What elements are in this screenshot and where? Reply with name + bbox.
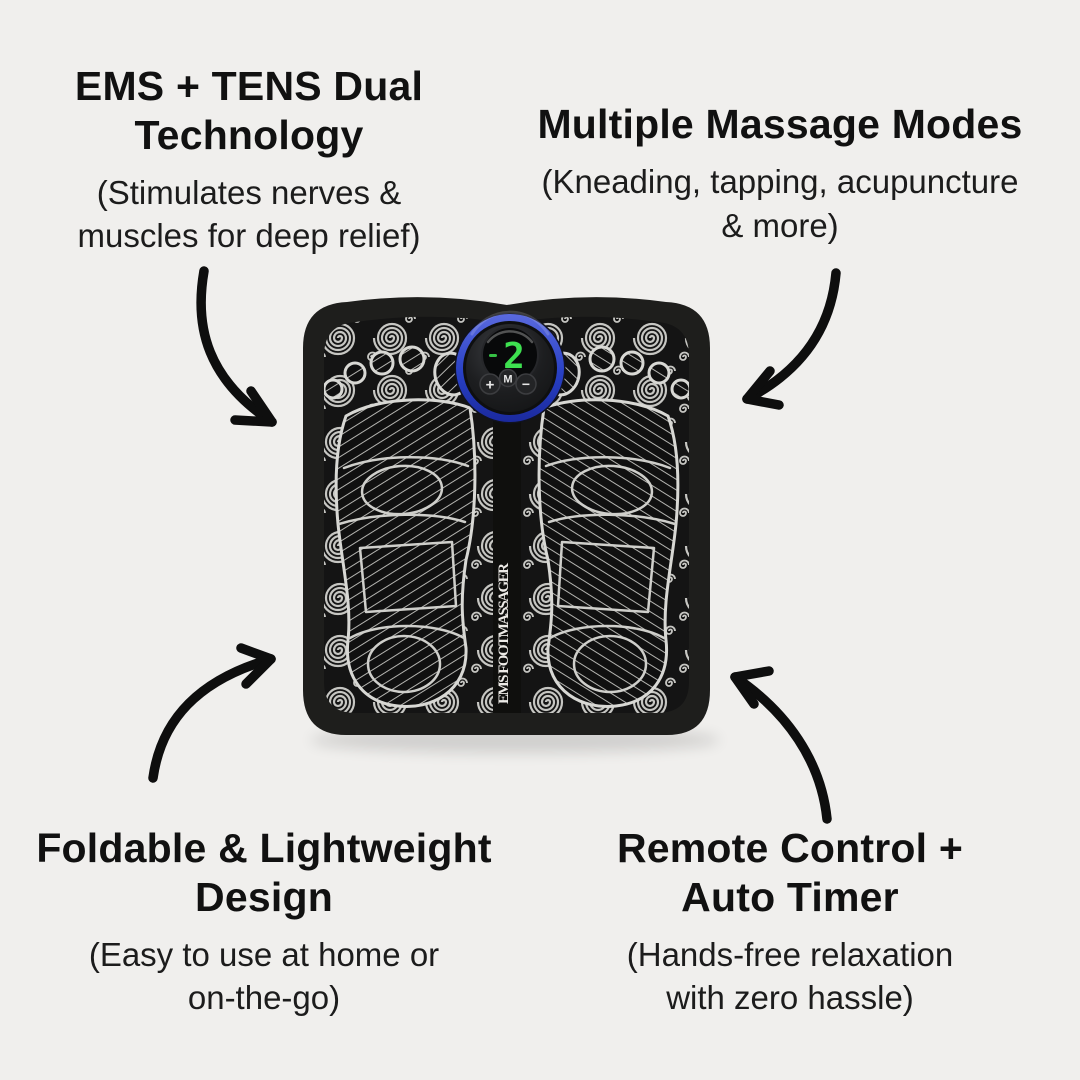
feature-bottom-right-desc: (Hands-free relaxation with zero hassle) [626,935,954,1017]
increase-button: + [479,373,501,395]
feature-top-right-desc: (Kneading, tapping, acupuncture & more) [541,162,1019,244]
arrow-bottom-right-icon [730,666,832,824]
mode-button: M [498,368,518,388]
arrow-top-left-icon [196,266,277,427]
feature-top-left-desc: (Stimulates nerves & muscles for deep re… [77,173,421,255]
svg-text:M: M [503,374,512,386]
display-value: 2 [503,336,525,377]
feature-bottom-left-title: Foldable & Lightweight Design [36,825,492,920]
feature-bottom-right-title: Remote Control + Auto Timer [616,825,964,920]
svg-text:+: + [486,377,495,394]
arrow-top-right-icon [742,268,841,410]
feature-top-left-title: EMS + TENS Dual Technology [74,63,424,158]
decrease-button: − [515,373,537,395]
strip-label: EMS FOOTMASSAGER [496,562,512,704]
controller-puck: 2 + M − [454,310,566,424]
feature-bottom-right: Remote Control + Auto Timer (Hands-free … [568,824,1012,1020]
feature-top-right: Multiple Massage Modes (Kneading, tappin… [488,100,1072,248]
svg-text:−: − [522,376,530,392]
arrow-bottom-left-icon [148,643,276,783]
feature-bottom-left-desc: (Easy to use at home or on-the-go) [88,935,440,1017]
feature-top-right-title: Multiple Massage Modes [537,101,1023,147]
mode-indicator [489,354,497,357]
feature-top-left: EMS + TENS Dual Technology (Stimulates n… [44,62,454,258]
feature-bottom-left: Foldable & Lightweight Design (Easy to u… [14,824,514,1020]
